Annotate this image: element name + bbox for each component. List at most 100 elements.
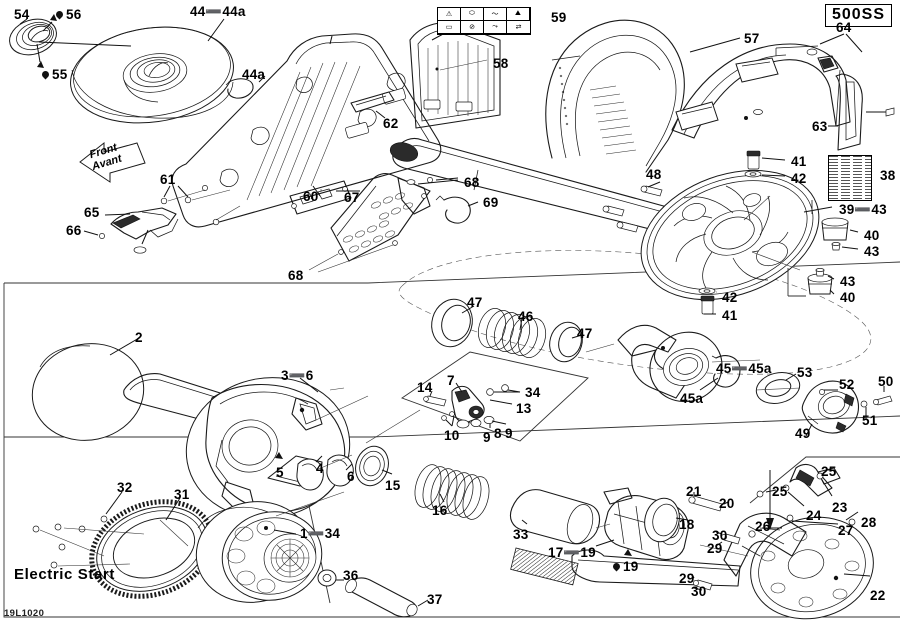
- callout-44a: 44a: [242, 67, 266, 82]
- callout-17-19: 17➖19: [548, 545, 596, 560]
- callout-33: 33: [513, 527, 529, 542]
- part-47-46-spring-washers: [431, 298, 583, 363]
- callout-30: 30: [712, 528, 728, 543]
- callout-53: 53: [797, 365, 813, 380]
- callout-51: 51: [862, 413, 878, 428]
- part-65-latch-assembly: [83, 185, 241, 254]
- callout-44-44a: 44➖44a: [190, 4, 246, 19]
- part-16-spring: [414, 464, 490, 520]
- callout-40: 40: [840, 290, 856, 305]
- part-57-handle-loop: [545, 19, 741, 173]
- callout-19: 19: [611, 559, 639, 574]
- callout-59: 59: [551, 10, 567, 25]
- callout-text: 55: [52, 67, 68, 82]
- callout-55: 55: [40, 67, 68, 82]
- callout-62: 62: [383, 116, 399, 131]
- part-17-caliper: [595, 487, 729, 561]
- decal-cell: 〜: [484, 8, 507, 21]
- callout-43: 43: [840, 274, 856, 289]
- callout-16: 16: [432, 503, 448, 518]
- part-22-brake-disc: [510, 470, 874, 620]
- callout-41: 41: [791, 154, 807, 169]
- callout-1-34: 1➖34: [300, 526, 341, 541]
- decal-cell: ⛰: [507, 8, 530, 21]
- callout-67: 67: [344, 190, 360, 205]
- part-39-driven-pulley: [640, 150, 859, 315]
- callout-65: 65: [84, 205, 100, 220]
- part-46-spring: [477, 308, 547, 358]
- callout-46: 46: [518, 309, 534, 324]
- decal-cell: ⬭: [461, 8, 484, 21]
- part-40-stop-lower: [807, 268, 833, 295]
- callout-text: 56: [66, 7, 82, 22]
- callout-40: 40: [864, 228, 880, 243]
- part-63-fender: [671, 33, 895, 151]
- part-60-tunnel: [171, 32, 446, 228]
- callout-25: 25: [772, 484, 788, 499]
- decal-cell: ⤳: [484, 21, 507, 34]
- safety-decal: ⚠ ⬭ 〜 ⛰ ▭ ⊘ ⤳ ⇄: [437, 7, 531, 35]
- callout-9: 9: [505, 426, 513, 441]
- part-49-housing: [801, 380, 860, 434]
- callout-2: 2: [135, 330, 143, 345]
- callout-57: 57: [744, 31, 760, 46]
- callout-54: 54: [14, 7, 30, 22]
- callout-18: 18: [679, 517, 695, 532]
- callout-3-6: 3➖6: [281, 368, 314, 383]
- callout-42: 42: [722, 290, 738, 305]
- callout-30: 30: [691, 584, 707, 599]
- part-53-flange-assembly: [755, 372, 893, 437]
- callout-15: 15: [385, 478, 401, 493]
- part-45-driven-sheave: [617, 324, 761, 403]
- guide-lines: [275, 343, 801, 529]
- callout-bullet-icon: [40, 69, 51, 80]
- callout-45-45a: 45➖45a: [716, 361, 772, 376]
- callout-63: 63: [812, 119, 828, 134]
- callout-56: 56: [54, 7, 82, 22]
- part-1-flywheel: [195, 501, 429, 618]
- callout-32: 32: [117, 480, 133, 495]
- callout-38: 38: [880, 168, 896, 183]
- callout-21: 21: [686, 484, 702, 499]
- callout-28: 28: [861, 515, 877, 530]
- decal-cell: ⚠: [438, 8, 461, 21]
- callout-37: 37: [427, 592, 443, 607]
- decal-cell: ▭: [438, 21, 461, 34]
- decal-cell: ⊘: [461, 21, 484, 34]
- callout-22: 22: [870, 588, 886, 603]
- callout-25: 25: [821, 464, 837, 479]
- part-67-running-board: [308, 173, 479, 273]
- decal-cell: ⇄: [507, 21, 530, 34]
- callout-29: 29: [679, 571, 695, 586]
- part-33-sleeve: [509, 489, 601, 545]
- callout-42: 42: [791, 171, 807, 186]
- callout-10: 10: [444, 428, 460, 443]
- callout-41: 41: [722, 308, 738, 323]
- callout-29: 29: [707, 541, 723, 556]
- callout-47: 47: [577, 326, 593, 341]
- callout-text: 19: [623, 559, 639, 574]
- callout-34: 34: [525, 385, 541, 400]
- callout-9: 9: [483, 430, 491, 445]
- info-decal: [828, 155, 872, 201]
- panel-frames: [3, 250, 900, 618]
- callout-48: 48: [646, 167, 662, 182]
- front-avant-arrow: [79, 141, 146, 183]
- callout-26: 26: [755, 519, 771, 534]
- callout-23: 23: [832, 500, 848, 515]
- callout-7: 7: [447, 373, 455, 388]
- callout-69: 69: [483, 195, 499, 210]
- callout-64: 64: [836, 20, 852, 35]
- callout-31: 31: [174, 487, 190, 502]
- callout-39-43: 39➖43: [839, 202, 887, 217]
- callout-58: 58: [493, 56, 509, 71]
- callout-45a: 45a: [680, 391, 704, 406]
- callout-61: 61: [160, 172, 176, 187]
- callout-66: 66: [66, 223, 82, 238]
- callout-13: 13: [516, 401, 532, 416]
- callout-4: 4: [316, 461, 324, 476]
- part-40-stop-upper: [821, 217, 849, 251]
- callout-14: 14: [417, 380, 433, 395]
